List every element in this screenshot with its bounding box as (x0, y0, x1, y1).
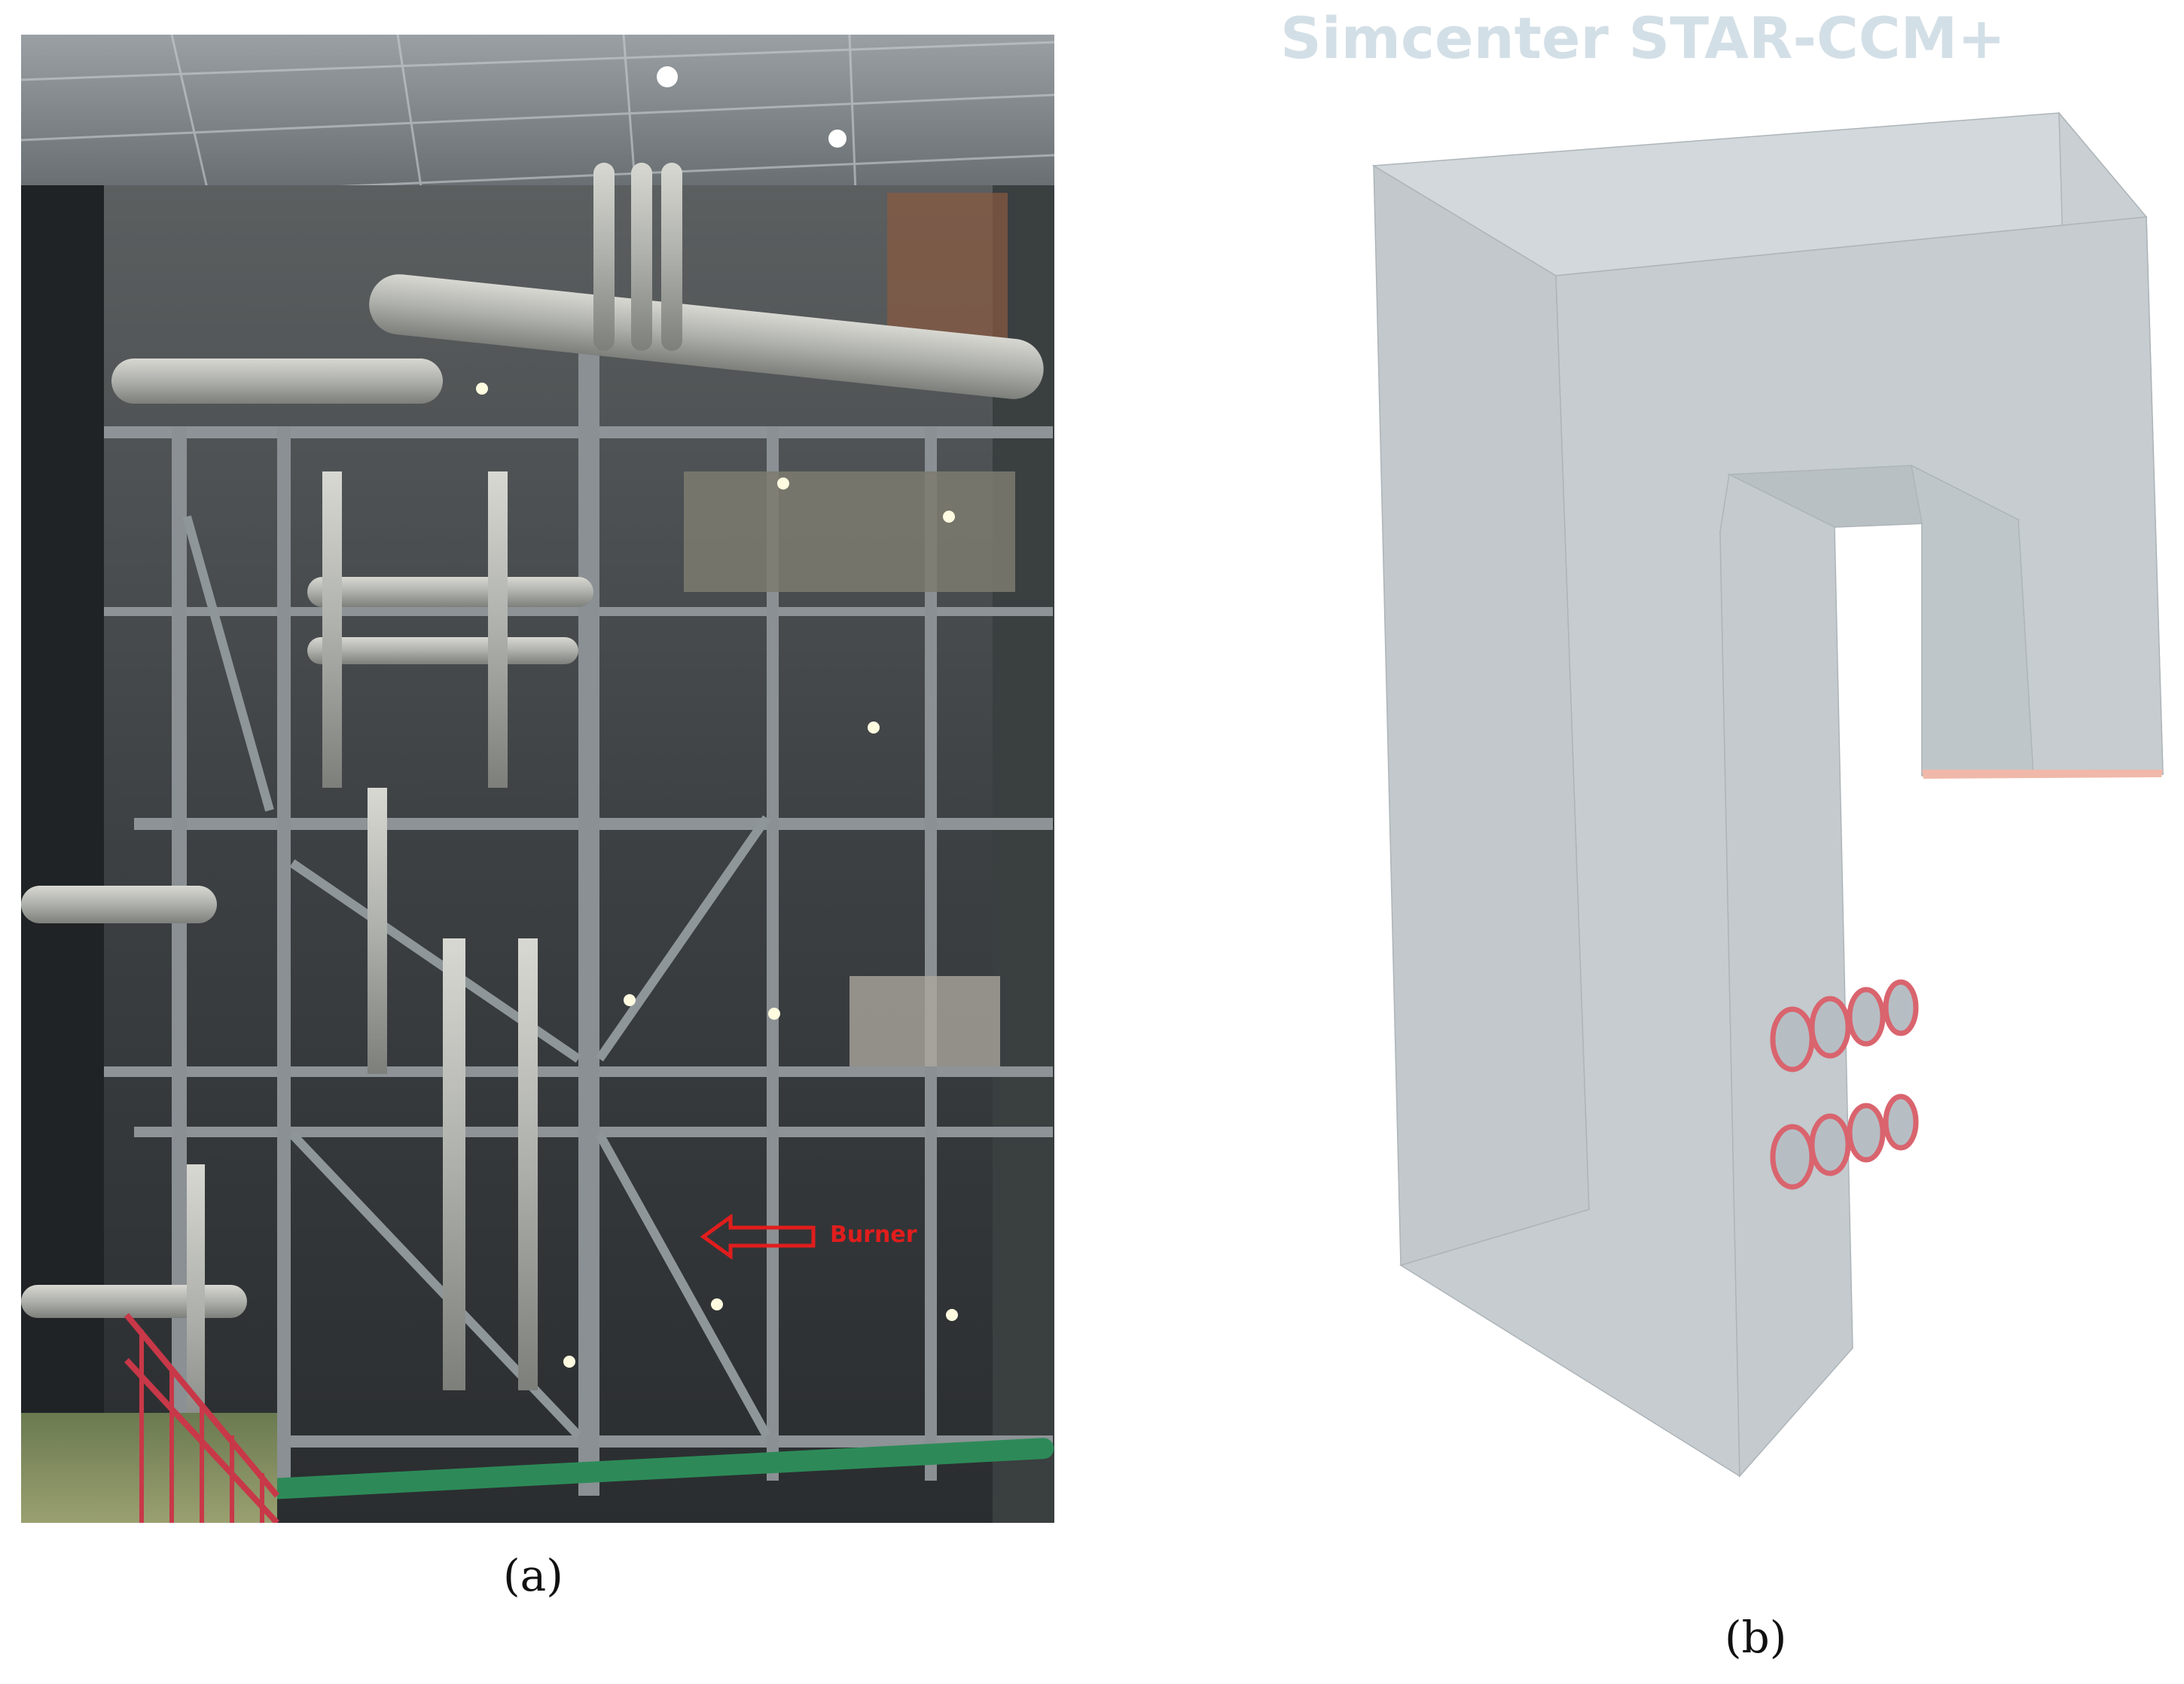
burner-row-bottom (1770, 1094, 1919, 1190)
burner (1770, 1006, 1815, 1072)
boiler-photo (21, 35, 1054, 1523)
burner-arrow-icon (700, 1214, 816, 1259)
burner (1770, 1124, 1815, 1190)
burner (1847, 987, 1886, 1047)
software-watermark: Simcenter STAR-CCM+ (1280, 5, 2006, 72)
caption-a: (a) (503, 1550, 563, 1601)
panel-b: Simcenter STAR-CCM+ (1092, 0, 2184, 1684)
furnace-solid (1371, 111, 2164, 1478)
burner-annotation: Burner (830, 1222, 917, 1248)
burner-array (1770, 979, 1919, 1190)
burner (1883, 1094, 1919, 1151)
burner (1809, 996, 1851, 1059)
furnace-geometry-model (1371, 111, 2164, 1478)
burner (1809, 1113, 1851, 1176)
leg-face (1719, 473, 1853, 1478)
panel-a: Burner (a) (21, 35, 1054, 1601)
burner (1883, 979, 1919, 1036)
outlet-face (1922, 770, 2163, 779)
burner-row-top (1770, 979, 1919, 1072)
boiler-photo-illustration (21, 35, 1054, 1523)
left-face (1373, 164, 1590, 1266)
caption-b: (b) (1725, 1612, 1787, 1663)
burner (1847, 1103, 1886, 1163)
